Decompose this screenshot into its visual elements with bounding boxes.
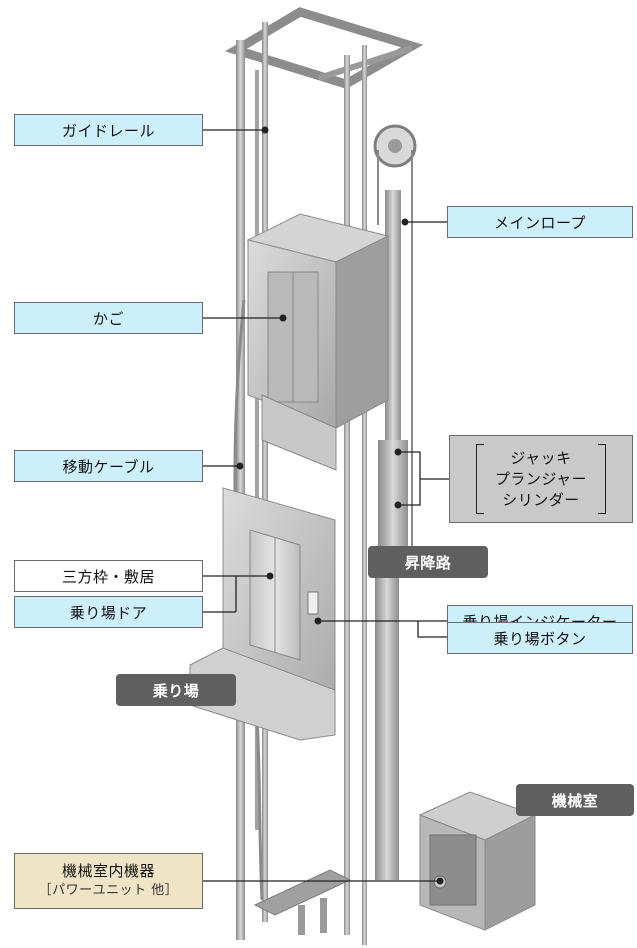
elevator-car [246,213,390,471]
car-label: かご [14,302,203,334]
car-text: かご [92,309,124,328]
main-rope-label: メインロープ [447,206,633,238]
sheave [373,124,417,168]
leader-lines [203,129,449,882]
jack [375,190,408,880]
machine-equipment-label: 機械室内機器 ［パワーユニット 他］ [14,853,203,909]
traveling-cable-text: 移動ケーブル [62,457,155,476]
main-rope-text: メインロープ [493,213,587,232]
landing-structure [189,487,336,741]
plunger-text: プランジャー [494,469,588,488]
landing-button-text: 乗り場ボタン [493,629,587,648]
right-bracket [598,444,606,514]
guide-rail-label: ガイドレール [14,114,203,146]
guide-rail-text: ガイドレール [61,121,155,140]
cylinder-text: シリンダー [502,490,580,509]
leader-dots [236,126,444,885]
hoistway-text: 昇降路 [404,553,452,572]
jack-text: ジャッキ [510,448,572,467]
guide-rails [236,22,367,945]
landing-label: 乗り場 [116,674,236,706]
traveling-cable-label: 移動ケーブル [14,450,203,482]
landing-door-text: 乗り場ドア [69,603,148,622]
jamb-sill-text: 三方枠・敷居 [61,567,155,586]
machine-equipment-text: 機械室内機器 [61,862,155,880]
bottom-base [253,869,352,935]
machine-room [418,791,537,931]
left-bracket [476,444,484,514]
jamb-sill-label: 三方枠・敷居 [14,560,203,592]
main-rope [377,150,413,560]
landing-text: 乗り場 [152,681,200,700]
landing-button-label: 乗り場ボタン [447,622,633,654]
jack-label: ジャッキ プランジャー シリンダー [449,435,633,523]
hoistway-label: 昇降路 [368,546,488,578]
machine-room-text: 機械室 [551,791,599,810]
power-unit-text: ［パワーユニット 他］ [38,883,179,898]
machine-room-label: 機械室 [516,784,634,816]
landing-door-label: 乗り場ドア [14,596,203,628]
